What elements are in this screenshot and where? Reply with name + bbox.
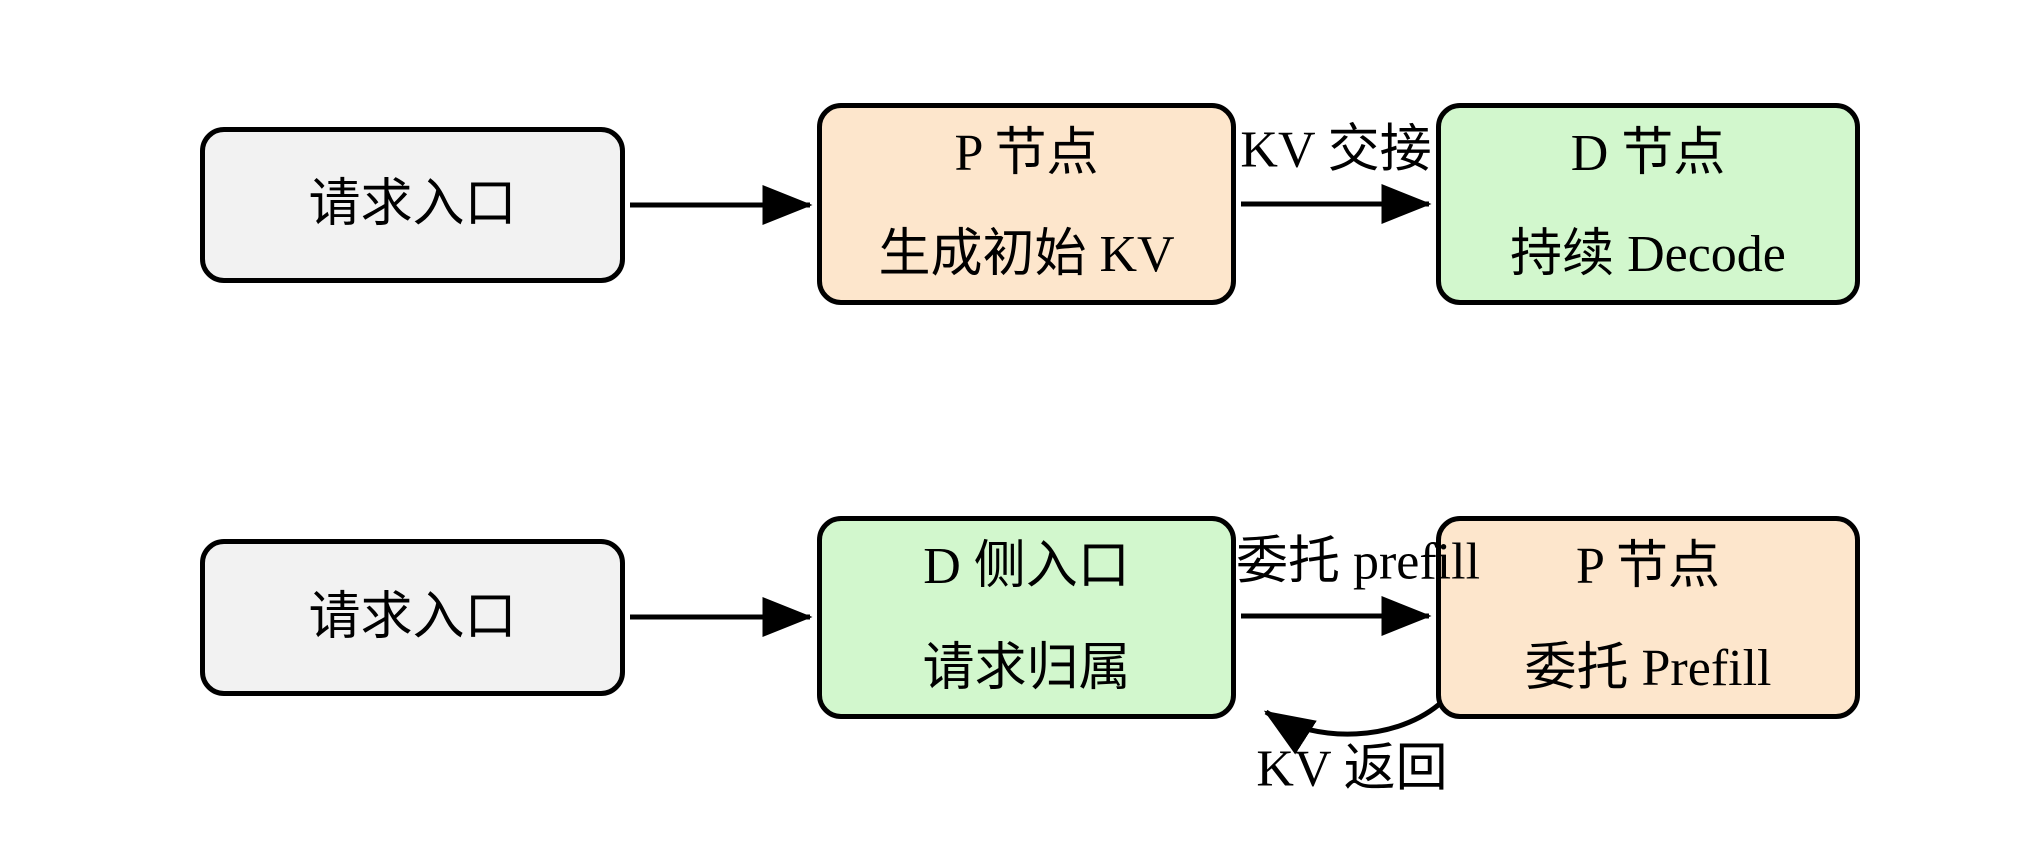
node-row2-request-entry: 请求入口 [200,539,625,696]
node-row2-request-entry-label: 请求入口 [308,588,517,646]
edge-label-kv-return: KV 返回 [1256,740,1448,798]
node-row2-p-node: P 节点 委托 Prefill [1436,516,1860,719]
node-row1-request-entry-label: 请求入口 [308,176,517,234]
edge-label-kv-handoff: KV 交接 [1240,121,1432,179]
node-row1-p-node-title: P 节点 [954,124,1099,182]
node-row2-p-node-subtitle: 委托 Prefill [1524,639,1772,697]
node-row2-d-side-entry-subtitle: 请求归属 [922,639,1131,697]
node-row1-p-node: P 节点 生成初始 KV [817,103,1236,305]
node-row2-d-side-entry-title: D 侧入口 [923,538,1130,596]
node-row2-p-node-title: P 节点 [1576,538,1720,596]
node-row1-d-node-subtitle: 持续 Decode [1510,226,1786,283]
node-row1-request-entry: 请求入口 [200,127,625,283]
node-row2-d-side-entry: D 侧入口 请求归属 [817,516,1236,719]
edge-label-delegate-prefill: 委托 prefill [1235,533,1481,591]
arrow-row2-pnode-to-dentry-kv-return [1263,699,1445,755]
node-row1-d-node: D 节点 持续 Decode [1436,103,1860,305]
node-row1-d-node-title: D 节点 [1570,124,1726,182]
node-row1-p-node-subtitle: 生成初始 KV [878,226,1175,283]
